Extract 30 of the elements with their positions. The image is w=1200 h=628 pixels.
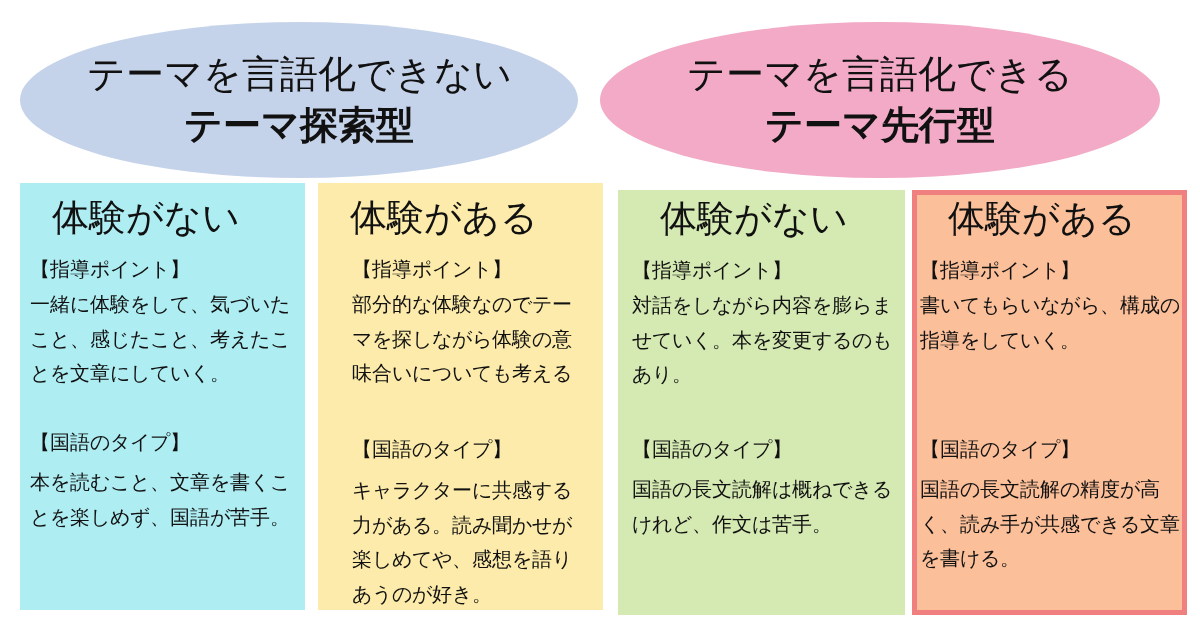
body-text: 書いてもらいながら、構成の指導をしていく。 [920, 292, 1181, 354]
body-text: キャラクターに共感する力がある。読み聞かせが楽しめてや、感想を語りあうのが好き。 [352, 477, 573, 608]
category-card [20, 183, 305, 610]
card-heading: 体験がある [948, 196, 1136, 242]
body-text: 部分的な体験なのでテーマを探しながら体験の意味合いについても考える [352, 291, 573, 387]
section-label: 【指導ポイント】 [30, 256, 190, 283]
category-ellipse [20, 22, 578, 178]
body-text: 国語の長文読解は概ねできるけれど、作文は苦手。 [632, 476, 893, 538]
section-label: 【国語のタイプ】 [30, 429, 190, 456]
category-ellipse [600, 22, 1160, 178]
ellipse-caption: テーマを言語化できる [687, 51, 1073, 98]
ellipse-heading: テーマ探索型 [184, 102, 414, 149]
section-label: 【国語のタイプ】 [920, 436, 1080, 463]
category-card [318, 183, 603, 610]
body-text: 本を読むこと、文章を書くことを楽しめず、国語が苦手。 [30, 469, 290, 531]
card-heading: 体験がない [52, 195, 240, 241]
section-label: 【国語のタイプ】 [632, 436, 792, 463]
card-heading: 体験がある [350, 195, 538, 241]
section-label: 【指導ポイント】 [352, 256, 512, 283]
section-label: 【国語のタイプ】 [352, 436, 512, 463]
body-text: 対話をしながら内容を膨らませていく。本を変更するのもあり。 [632, 292, 893, 388]
ellipse-caption: テーマを言語化できない [86, 51, 512, 98]
card-heading: 体験がない [660, 196, 848, 242]
body-text: 一緒に体験をして、気づいたこと、感じたこと、考えたことを文章にしていく。 [30, 291, 290, 387]
section-label: 【指導ポイント】 [920, 257, 1080, 284]
body-text: 国語の長文読解の精度が高く、読み手が共感できる文章を書ける。 [920, 476, 1181, 572]
ellipse-heading: テーマ先行型 [765, 102, 995, 149]
category-card [618, 190, 905, 615]
section-label: 【指導ポイント】 [632, 257, 792, 284]
category-card [912, 190, 1187, 615]
